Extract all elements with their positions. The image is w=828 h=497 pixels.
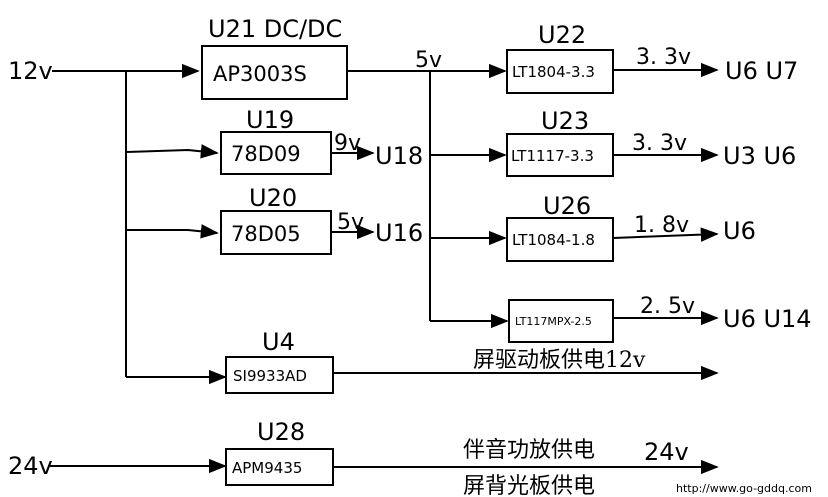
u28-out-text-2: 屏背光板供电	[463, 474, 595, 497]
u23-ref: U23	[541, 107, 589, 135]
u26-out-targets: U6	[723, 217, 756, 245]
u28-box	[225, 448, 334, 486]
wire-12v-to-u19	[125, 144, 219, 159]
u23-out-targets: U3 U6	[723, 142, 796, 170]
u22-out-voltage: 3. 3v	[636, 45, 691, 70]
u21-box	[201, 45, 348, 100]
u19-part: 78D09	[231, 142, 301, 166]
watermark-url: http://www.go-gddq.com	[676, 482, 812, 495]
u20-part: 78D05	[231, 222, 301, 246]
u27-part: LT117MPX-2.5	[515, 315, 592, 328]
u28-part: APM9435	[232, 459, 302, 477]
u26-ref: U26	[543, 192, 591, 220]
u26-box	[506, 217, 614, 262]
u27-box	[508, 299, 614, 343]
u23-out-voltage: 3. 3v	[632, 131, 687, 156]
u21-ref: U21 DC/DC	[208, 15, 342, 43]
net-5v-secondary-label: 5v	[337, 210, 364, 235]
u4-part: SI9933AD	[233, 367, 307, 385]
input-24v-label: 24v	[8, 452, 53, 480]
u26-part: LT1084-1.8	[512, 231, 595, 249]
net-5v-label: 5v	[415, 48, 442, 73]
u16-label: U16	[375, 219, 423, 247]
u28-out-text-1: 伴音功放供电	[463, 438, 595, 463]
u27-out-voltage: 2. 5v	[640, 294, 695, 319]
wire-u26-out	[612, 227, 719, 242]
u23-box	[506, 133, 614, 177]
net-9v-label: 9v	[334, 131, 361, 156]
u21-part: AP3003S	[213, 62, 307, 86]
u27-out-targets: U6 U14	[723, 305, 812, 333]
u20-box	[220, 210, 332, 255]
u26-out-voltage: 1. 8v	[634, 213, 689, 238]
u22-ref: U22	[538, 21, 586, 49]
u22-box	[506, 49, 614, 94]
u22-part: LT1804-3.3	[512, 63, 595, 81]
u28-ref: U28	[257, 418, 305, 446]
u20-ref: U20	[249, 184, 297, 212]
wire-12v-to-u20	[126, 224, 219, 239]
u22-out-targets: U6 U7	[725, 57, 798, 85]
u23-part: LT1117-3.3	[511, 147, 594, 165]
u4-out-text: 屏驱动板供电12v	[473, 348, 646, 373]
u28-out-voltage: 24v	[644, 438, 689, 466]
u18-label: U18	[375, 142, 423, 170]
u19-ref: U19	[246, 106, 294, 134]
u19-box	[220, 131, 332, 175]
u4-box	[225, 356, 334, 394]
u4-ref: U4	[262, 328, 295, 356]
input-12v-label: 12v	[8, 57, 53, 85]
